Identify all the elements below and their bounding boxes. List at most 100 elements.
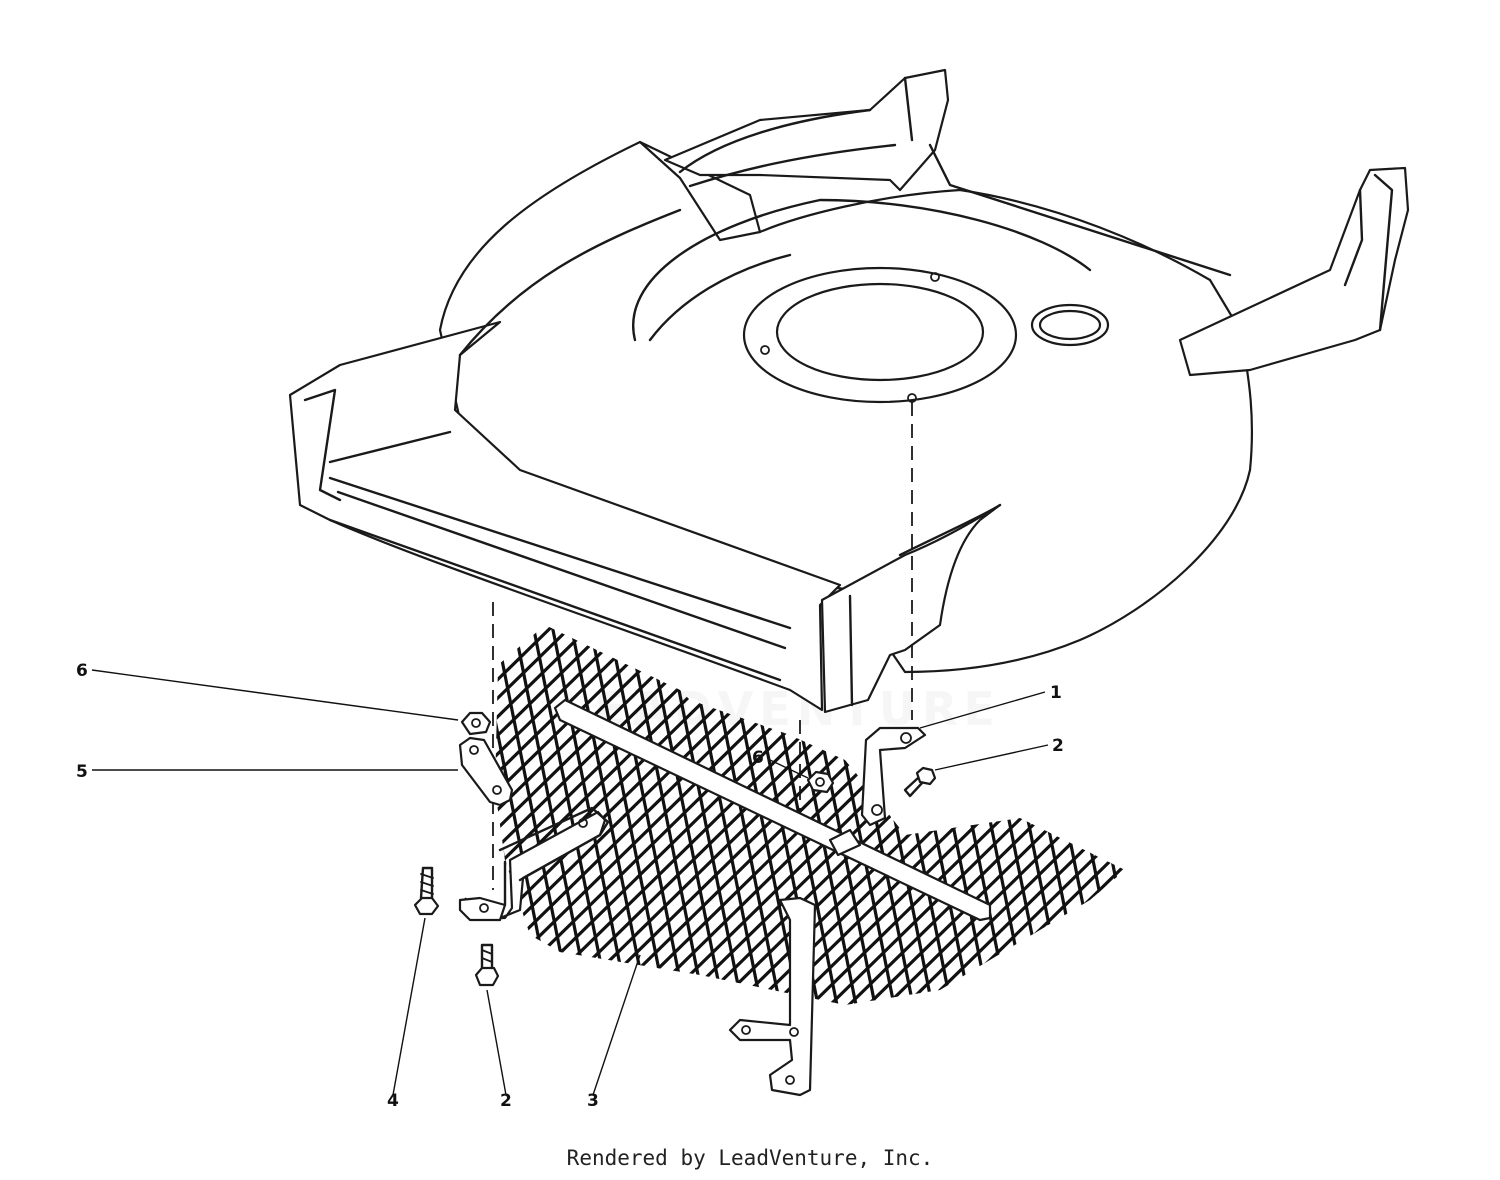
mesh-wire xyxy=(495,625,581,1005)
mesh-wire xyxy=(1345,600,1435,1050)
mesh-wire xyxy=(24,600,484,1050)
mesh-wire xyxy=(1288,600,1378,1050)
mesh-wire xyxy=(357,600,447,1050)
mesh-wire xyxy=(1077,625,1125,1005)
mesh-wire xyxy=(1174,600,1264,1050)
mesh-wire xyxy=(1048,625,1125,1005)
mesh-wire xyxy=(300,600,390,1050)
mesh-wire xyxy=(15,600,105,1050)
mesh-wire xyxy=(1155,600,1245,1050)
mesh-wire xyxy=(0,600,28,1050)
mesh-wire xyxy=(495,625,676,1005)
mesh-wire xyxy=(91,600,181,1050)
mesh-wire xyxy=(820,625,1125,1005)
mesh-wire xyxy=(262,600,352,1050)
mesh-wire xyxy=(0,600,199,1050)
mesh-wire xyxy=(495,625,714,1005)
mesh-wire xyxy=(915,625,1125,1005)
mesh-wire xyxy=(972,625,1125,1005)
mesh-wire xyxy=(0,600,427,1050)
mesh-wire xyxy=(1115,625,1125,1005)
mesh-wire xyxy=(0,600,389,1050)
mesh-wire xyxy=(1067,625,1125,1005)
mesh-wire xyxy=(782,625,1125,1005)
mesh-wire xyxy=(1212,600,1302,1050)
mesh-wire xyxy=(495,625,524,1005)
mesh-wire xyxy=(640,625,734,1005)
mesh-wire xyxy=(224,600,314,1050)
mesh-wire xyxy=(338,600,428,1050)
mesh-wire xyxy=(0,600,85,1050)
mesh-wire xyxy=(0,600,104,1050)
callout-2-left: 2 xyxy=(500,1091,512,1111)
mesh-wire xyxy=(319,600,409,1050)
mesh-wire xyxy=(0,600,10,1050)
mesh-wire xyxy=(0,600,180,1050)
mesh-wire xyxy=(0,600,29,1050)
mesh-wire xyxy=(0,600,123,1050)
mesh-wire xyxy=(0,600,47,1050)
mower-deck-housing xyxy=(288,68,1410,890)
mesh-wire xyxy=(495,625,790,1005)
mesh-wire xyxy=(495,625,657,1005)
mesh-wire xyxy=(0,600,48,1050)
mesh-wire xyxy=(376,600,466,1050)
mesh-wire xyxy=(167,600,257,1050)
mesh-wire xyxy=(1010,625,1125,1005)
mesh-wire xyxy=(0,600,446,1050)
mesh-wire xyxy=(934,625,1125,1005)
mesh-wire xyxy=(1269,600,1359,1050)
mesh-wire xyxy=(1086,625,1125,1005)
mesh-wire xyxy=(0,600,86,1050)
mesh-wire xyxy=(1307,600,1397,1050)
mesh-wire xyxy=(243,600,333,1050)
mesh-wire xyxy=(395,600,485,1050)
mesh-wire xyxy=(0,600,142,1050)
mesh-wire xyxy=(186,600,276,1050)
mesh-wire xyxy=(205,600,295,1050)
mesh-wire xyxy=(1383,600,1473,1050)
callout-2-right: 2 xyxy=(1052,736,1064,756)
mesh-wire xyxy=(1029,625,1125,1005)
mesh-wire xyxy=(763,625,1125,1005)
mesh-wire xyxy=(129,600,219,1050)
mesh-wire xyxy=(495,625,752,1005)
mesh-wire xyxy=(1164,600,1500,1050)
mesh-wire xyxy=(1020,625,1114,1005)
mesh-wire xyxy=(495,625,505,1005)
mesh-wire xyxy=(495,625,619,1005)
mesh-wire xyxy=(1001,625,1095,1005)
mesh-wire xyxy=(148,600,238,1050)
mesh-wire xyxy=(1124,625,1125,1005)
mesh-wire xyxy=(495,625,543,1005)
mesh-wire xyxy=(0,600,256,1050)
mesh-wire xyxy=(0,600,237,1050)
mesh-wire xyxy=(53,600,143,1050)
mesh-wire xyxy=(495,625,600,1005)
callout-5: 5 xyxy=(76,762,88,782)
mesh-wire xyxy=(1145,600,1500,1050)
mesh-wire xyxy=(1421,600,1500,1050)
mesh-wire xyxy=(1039,625,1125,1005)
mesh-wire xyxy=(1250,600,1340,1050)
mesh-wire xyxy=(0,600,408,1050)
mesh-wire xyxy=(0,600,351,1050)
mesh-wire xyxy=(0,600,332,1050)
mesh-wire xyxy=(0,600,313,1050)
mesh-wire xyxy=(1136,600,1226,1050)
mesh-wire xyxy=(1364,600,1454,1050)
mesh-wire xyxy=(982,625,1076,1005)
callout-4: 4 xyxy=(387,1091,399,1111)
callout-3: 3 xyxy=(587,1091,599,1111)
callout-leaders xyxy=(91,669,1049,1096)
mesh-wire xyxy=(991,625,1125,1005)
mesh-wire xyxy=(0,600,67,1050)
mesh-wire xyxy=(495,625,771,1005)
mesh-wire xyxy=(0,600,9,1050)
mesh-wire xyxy=(495,625,638,1005)
mesh-wire xyxy=(1402,600,1492,1050)
mesh-wire xyxy=(744,625,1125,1005)
mesh-wire xyxy=(1096,625,1125,1005)
mesh-wire xyxy=(1105,625,1125,1005)
